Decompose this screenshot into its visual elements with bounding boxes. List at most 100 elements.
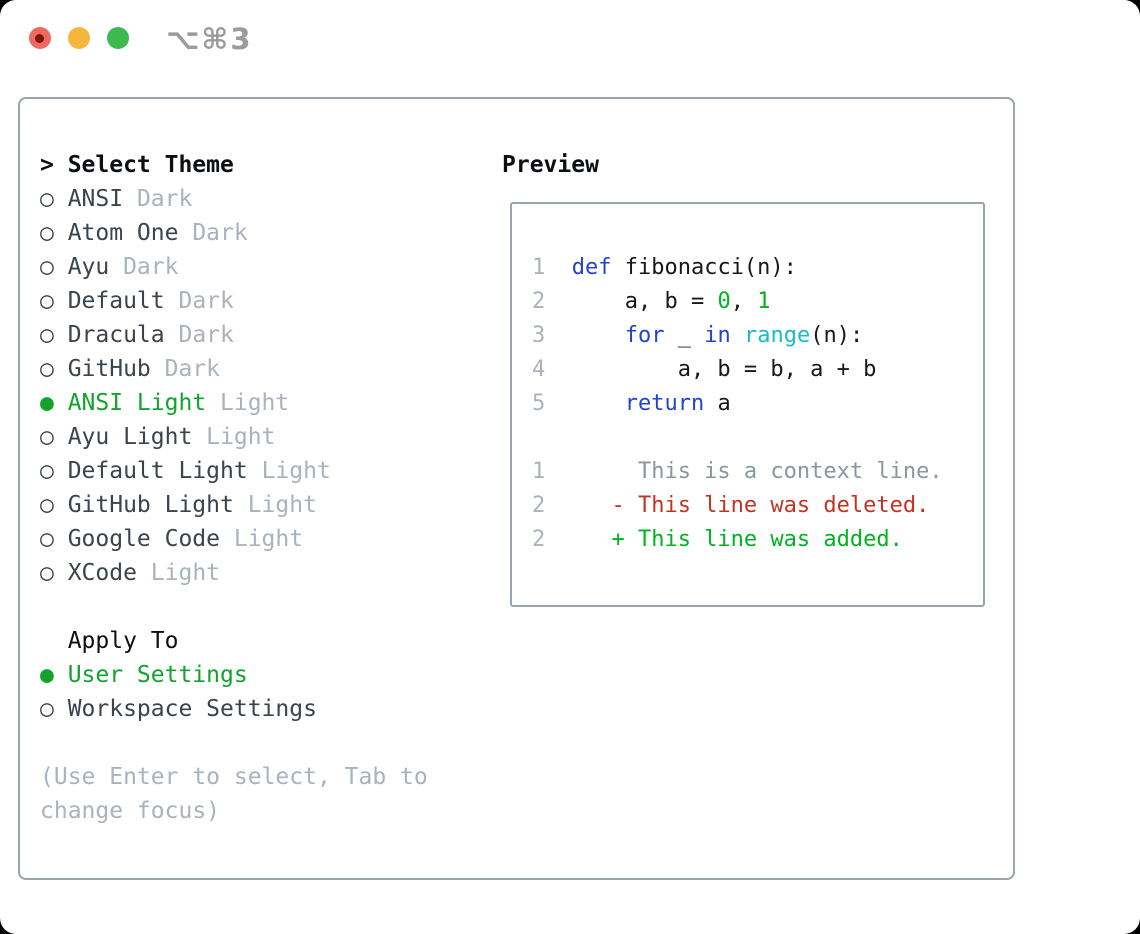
radio-icon: ○	[40, 220, 68, 246]
radio-selected-icon: ●	[40, 390, 68, 416]
code-token-ctx: This is a context line.	[571, 459, 943, 484]
theme-option-xcode[interactable]: ○ XCode Light	[40, 556, 428, 590]
maximize-button[interactable]	[107, 27, 129, 49]
code-token-kw: def	[571, 255, 612, 280]
theme-option-default[interactable]: ○ Default Dark	[40, 284, 428, 318]
apply-to-indent	[40, 624, 68, 658]
radio-icon: ○	[40, 254, 68, 280]
apply-option-label: User Settings	[67, 662, 248, 688]
apply-to-label: Apply To	[67, 628, 179, 654]
spacer-row	[40, 590, 428, 624]
titlebar: ⌥⌘3	[0, 0, 1140, 76]
code-blank-line	[532, 421, 983, 455]
focus-caret-icon: >	[40, 152, 68, 178]
window-title: ⌥⌘3	[166, 22, 253, 56]
theme-option-github[interactable]: ○ GitHub Dark	[40, 352, 428, 386]
code-line: 4 a, b = b, a + b	[532, 353, 983, 387]
code-token-plain: _	[664, 323, 705, 348]
help-text: (Use Enter to select, Tab to	[40, 760, 428, 794]
theme-option-variant: Light	[150, 560, 221, 586]
theme-option-variant: Light	[261, 458, 331, 484]
help-text-line: change focus)	[40, 798, 221, 824]
theme-option-ayu[interactable]: ○ Ayu Dark	[40, 250, 428, 284]
code-token-plain: a, b =	[571, 289, 718, 314]
code-token-plain: a	[704, 391, 731, 416]
spacer-row	[40, 726, 428, 760]
apply-option-label: Workspace Settings	[67, 696, 317, 722]
code-token-plain: fibonacci(n):	[611, 255, 797, 280]
code-token-kw: return	[624, 391, 705, 416]
theme-option-variant: Light	[206, 424, 276, 450]
theme-option-name: Default Light	[67, 458, 262, 484]
radio-selected-icon: ●	[40, 662, 68, 688]
theme-option-name: Ayu Light	[67, 424, 207, 450]
minimize-button[interactable]	[68, 27, 90, 49]
line-number: 4	[532, 357, 546, 382]
theme-option-variant: Dark	[178, 288, 234, 314]
theme-option-dracula[interactable]: ○ Dracula Dark	[40, 318, 428, 352]
line-number: 2	[532, 527, 546, 552]
code-token-plain	[731, 323, 744, 348]
code-line: 2 + This line was added.	[532, 523, 983, 557]
code-token-plain	[572, 323, 625, 348]
theme-option-ayu-light[interactable]: ○ Ayu Light Light	[40, 420, 428, 454]
theme-picker-dialog: > Select Theme○ ANSI Dark○ Atom One Dark…	[18, 97, 1015, 880]
code-line: 1 This is a context line.	[532, 455, 983, 489]
theme-option-atom-one[interactable]: ○ Atom One Dark	[40, 216, 428, 250]
apply-option-workspace-settings[interactable]: ○ Workspace Settings	[40, 692, 428, 726]
line-number: 1	[532, 459, 546, 484]
theme-option-variant: Light	[247, 492, 317, 518]
help-text: change focus)	[40, 794, 428, 828]
code-token-plain: a, b = b, a + b	[571, 357, 877, 382]
code-token-num: 0	[717, 289, 731, 314]
theme-option-variant: Dark	[192, 220, 248, 246]
close-button[interactable]	[29, 27, 51, 49]
theme-option-name: GitHub Light	[67, 492, 248, 518]
radio-icon: ○	[40, 424, 68, 450]
theme-option-name: ANSI Light	[67, 390, 221, 416]
theme-option-name: XCode	[67, 560, 151, 586]
radio-icon: ○	[40, 288, 68, 314]
theme-option-name: Ayu	[67, 254, 124, 280]
theme-option-variant: Dark	[178, 322, 234, 348]
radio-icon: ○	[40, 492, 68, 518]
theme-option-variant: Dark	[164, 356, 221, 382]
theme-option-variant: Light	[233, 526, 304, 552]
theme-option-name: Google Code	[67, 526, 234, 552]
code-line: 5 return a	[532, 387, 983, 421]
code-token-num: 1	[757, 289, 771, 314]
radio-icon: ○	[40, 186, 68, 212]
apply-to-header: Apply To	[40, 624, 428, 658]
theme-option-name: ANSI	[67, 186, 137, 212]
theme-list-header-label: Select Theme	[67, 152, 234, 178]
theme-option-name: Dracula	[67, 322, 179, 348]
code-line: 3 for _ in range(n):	[532, 319, 983, 353]
theme-option-google-code[interactable]: ○ Google Code Light	[40, 522, 428, 556]
radio-icon: ○	[40, 696, 68, 722]
theme-list-header: > Select Theme	[40, 148, 428, 182]
line-number: 2	[532, 289, 546, 314]
code-token-kw: in	[704, 323, 731, 348]
theme-option-ansi[interactable]: ○ ANSI Dark	[40, 182, 428, 216]
code-line: 2 - This line was deleted.	[532, 489, 983, 523]
code-token-plain: (n):	[810, 323, 864, 348]
line-number: 3	[532, 323, 546, 348]
code-token-add: + This line was added.	[571, 527, 903, 552]
code-token-del: - This line was deleted.	[571, 493, 930, 518]
apply-option-user-settings[interactable]: ● User Settings	[40, 658, 428, 692]
radio-icon: ○	[40, 560, 68, 586]
theme-option-ansi-light[interactable]: ● ANSI Light Light	[40, 386, 428, 420]
preview-title: Preview	[502, 152, 599, 178]
code-token-kw: for	[624, 323, 665, 348]
theme-option-name: Default	[67, 288, 179, 314]
line-number: 2	[532, 493, 546, 518]
theme-option-github-light[interactable]: ○ GitHub Light Light	[40, 488, 428, 522]
close-button-dot-icon	[35, 34, 44, 43]
theme-option-name: GitHub	[67, 356, 165, 382]
theme-option-name: Atom One	[67, 220, 193, 246]
theme-option-default-light[interactable]: ○ Default Light Light	[40, 454, 428, 488]
theme-option-variant: Dark	[136, 186, 193, 212]
